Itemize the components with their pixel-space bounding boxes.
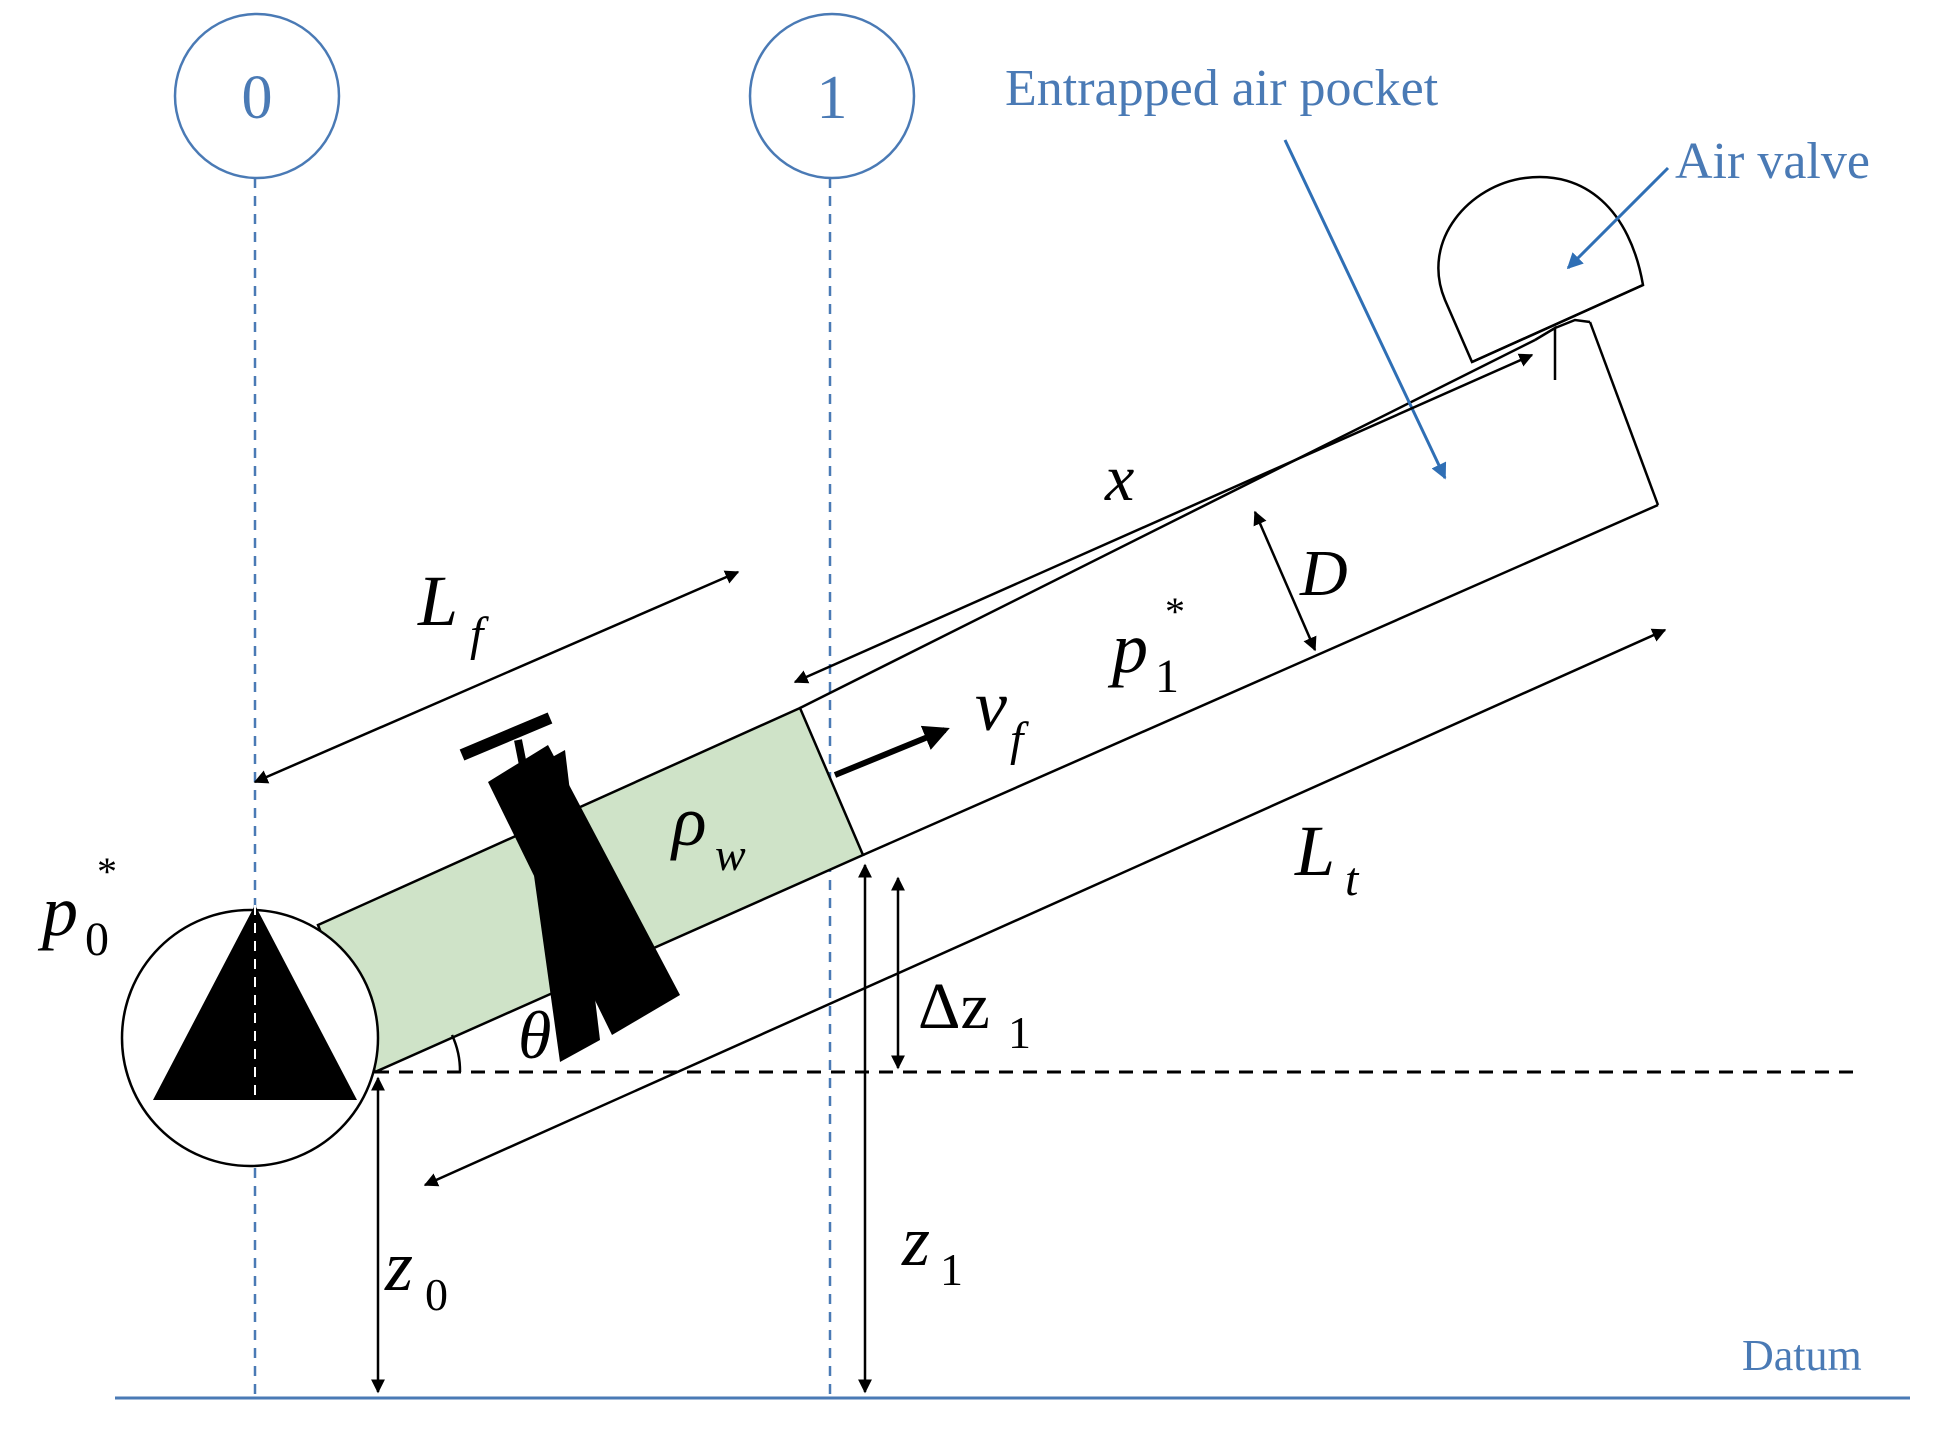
vf-velocity-arrow — [833, 725, 950, 778]
air-valve-label: Air valve — [1675, 133, 1870, 190]
pipe-end-riser — [1588, 321, 1660, 506]
d-label: D — [1299, 537, 1348, 610]
datum-label: Datum — [1742, 1331, 1862, 1380]
d-dimension-arrow — [1253, 510, 1317, 652]
section-1-label: 1 — [817, 64, 848, 132]
svg-text:0: 0 — [85, 913, 109, 966]
svg-text:L: L — [417, 561, 458, 641]
theta-angle-arc — [450, 1034, 462, 1073]
svg-text:*: * — [97, 849, 117, 894]
air-pocket-label: Entrapped air pocket — [1005, 60, 1439, 117]
svg-text:p: p — [37, 871, 78, 951]
svg-text:L: L — [1294, 811, 1335, 891]
section-1-circle — [748, 12, 916, 180]
lt-label: L t — [1294, 811, 1360, 906]
z0-label: z 0 — [384, 1226, 448, 1320]
vf-label: v f — [975, 666, 1029, 766]
svg-text:v: v — [975, 666, 1007, 746]
svg-text:f: f — [1010, 713, 1029, 766]
svg-text:p: p — [1107, 608, 1148, 688]
svg-text:1: 1 — [1155, 650, 1179, 703]
svg-text:z: z — [384, 1226, 413, 1306]
svg-text:w: w — [715, 829, 746, 880]
lf-label: L f — [417, 561, 489, 661]
lf-dimension-arrow — [253, 570, 740, 784]
svg-text:f: f — [470, 608, 489, 661]
air-valve-icon — [1437, 175, 1645, 364]
lt-dimension-arrow — [423, 628, 1667, 1187]
svg-text:1: 1 — [1008, 1007, 1031, 1058]
section-0-circle — [173, 12, 341, 180]
svg-text:1: 1 — [940, 1244, 963, 1295]
x-dimension-arrow — [793, 353, 1534, 684]
section-1-marker: 1 — [748, 12, 916, 1398]
svg-text:Δz: Δz — [918, 970, 990, 1043]
svg-text:t: t — [1345, 853, 1360, 906]
section-0-marker: 0 — [173, 12, 341, 1398]
delta-z1-label: Δz 1 — [918, 970, 1031, 1058]
p1-pressure-symbol: p 1 * — [1107, 589, 1185, 703]
z1-label: z 1 — [901, 1201, 963, 1295]
pipe-end-cap — [1534, 325, 1557, 380]
svg-text:ρ: ρ — [670, 781, 707, 861]
air-pocket-pointer — [1283, 139, 1447, 480]
svg-text:z: z — [901, 1201, 930, 1281]
svg-text:*: * — [1165, 589, 1185, 634]
theta-label: θ — [518, 997, 551, 1073]
pump-icon — [120, 905, 380, 1168]
section-0-label: 0 — [242, 64, 273, 132]
x-label: x — [1104, 442, 1134, 515]
air-valve-pointer — [1566, 166, 1670, 270]
svg-text:0: 0 — [425, 1269, 448, 1320]
p0-pressure-symbol: p 0 * — [37, 849, 117, 966]
